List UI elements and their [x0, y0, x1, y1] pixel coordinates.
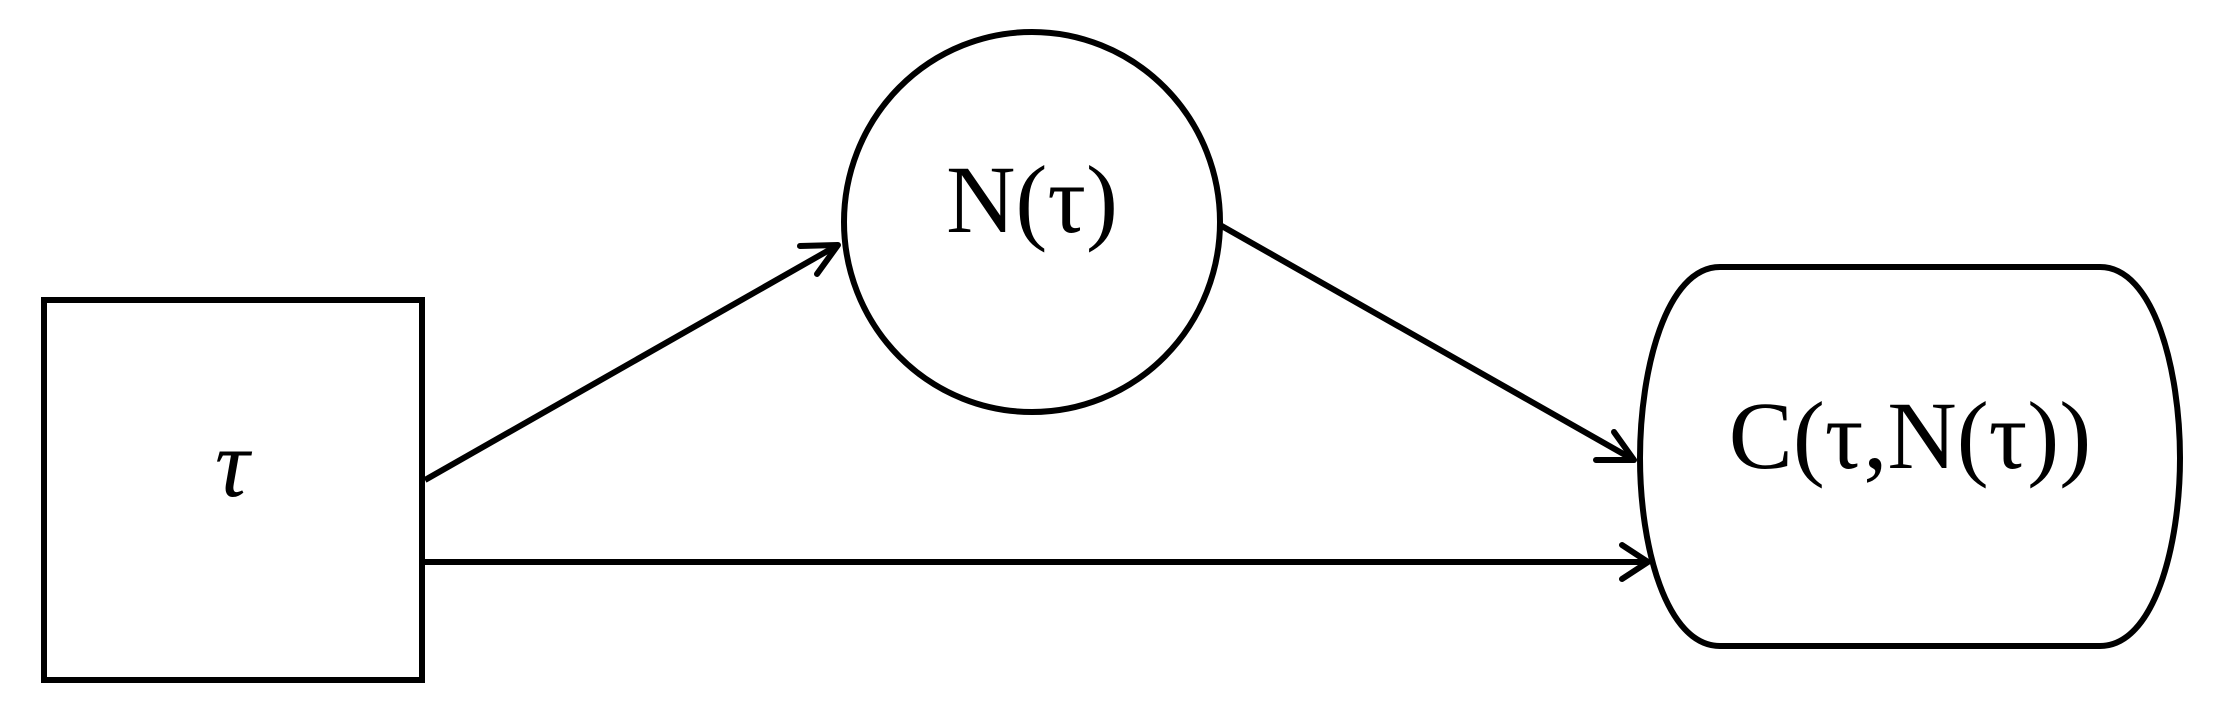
- arrowhead: [797, 242, 841, 277]
- node-tau-label: τ: [215, 410, 253, 517]
- node-c-tau-label: C(τ,N(τ)): [1729, 382, 2091, 489]
- node-c-tau-shape: [1636, 264, 2184, 649]
- node-tau-box: [41, 297, 425, 683]
- arrowhead: [1593, 429, 1637, 463]
- node-c-tau: C(τ,N(τ)): [1636, 264, 2184, 649]
- node-n-tau: N(τ): [841, 29, 1223, 415]
- edge-tau-to-c-tau: [425, 542, 1651, 582]
- node-n-tau-label: N(τ): [946, 146, 1118, 253]
- node-n-tau-circle: [841, 29, 1223, 415]
- arrowhead: [1619, 542, 1651, 582]
- edge-n-tau-to-c-tau: [1218, 222, 1637, 463]
- edge-tau-to-n-tau: [423, 242, 841, 483]
- node-tau: τ: [41, 297, 425, 683]
